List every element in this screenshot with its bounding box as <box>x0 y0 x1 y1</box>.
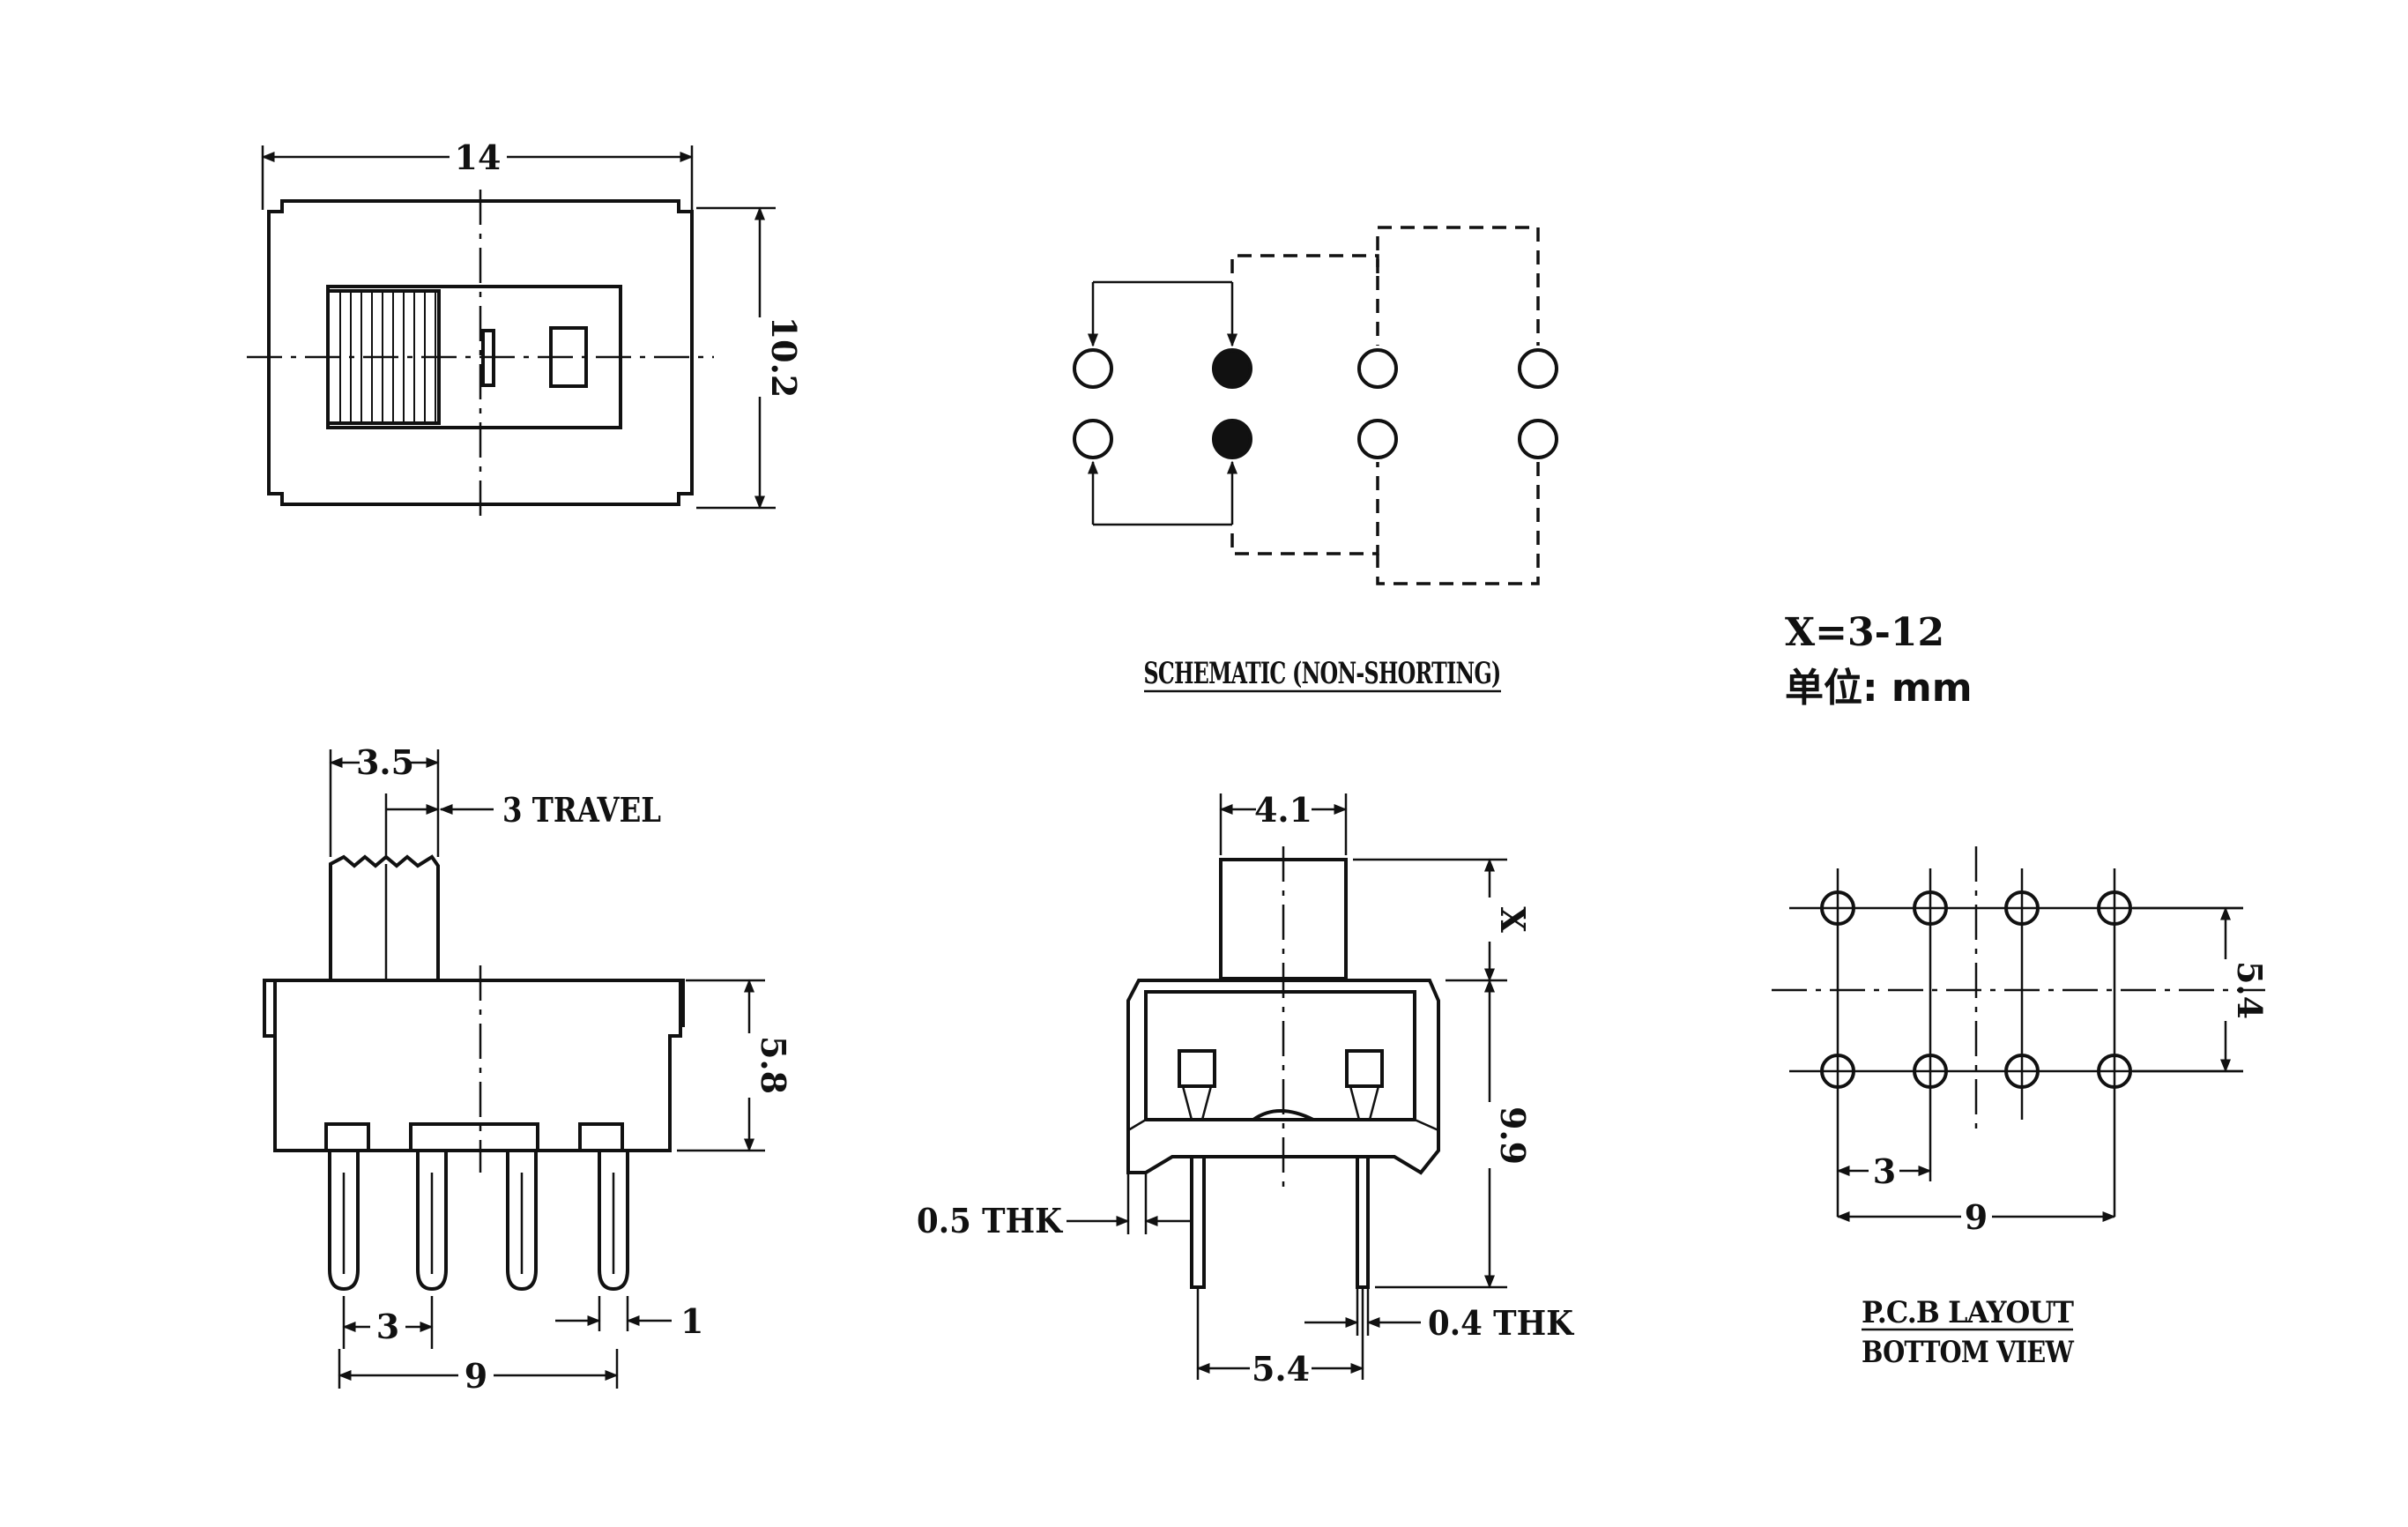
x-range-note: X=3-12 <box>1785 610 1944 655</box>
dim-actuator-width: 3.5 <box>356 742 414 782</box>
frame-thickness-label: 0.5 THK <box>917 1201 1064 1240</box>
pcb-caption-1: P.C.B LAYOUT <box>1862 1295 2074 1330</box>
contact-common-bottom <box>1212 419 1252 459</box>
dim-pcb-pitch: 3 <box>1873 1151 1896 1191</box>
dim-end-actuator-width: 4.1 <box>1254 790 1312 830</box>
pin-thickness-label: 0.4 THK <box>1428 1303 1575 1343</box>
top-view: 14 10.2 <box>247 138 804 516</box>
pcb-caption-2: BOTTOM VIEW <box>1862 1335 2075 1370</box>
dim-end-pin-span: 5.4 <box>1252 1349 1310 1389</box>
unit-note: 单位: mm <box>1785 666 1973 711</box>
dim-end-actuator-height: X <box>1493 906 1533 933</box>
dim-top-width: 14 <box>455 138 502 177</box>
dim-end-total-height: 9.9 <box>1493 1106 1533 1165</box>
dim-pcb-span: 9 <box>1965 1197 1988 1237</box>
contact-common-top <box>1212 348 1252 389</box>
dim-pin-width: 1 <box>680 1301 703 1341</box>
pcb-layout: 5.4 3 9 P.C.B LAYOUT BOTTOM VIEW <box>1772 846 2270 1370</box>
notes: X=3-12 单位: mm <box>1785 610 1973 711</box>
travel-label: 3 TRAVEL <box>502 790 661 830</box>
side-view: 3.5 3 TRAVEL 5.8 3 1 9 <box>263 742 793 1396</box>
dim-body-height: 5.8 <box>754 1036 793 1094</box>
schematic-caption: SCHEMATIC (NON-SHORTING) <box>1144 656 1501 691</box>
dim-pin-pitch: 3 <box>376 1307 399 1346</box>
schematic: SCHEMATIC (NON-SHORTING) <box>1073 226 1558 693</box>
dim-pin-span: 9 <box>465 1356 487 1396</box>
dim-pcb-row-spacing: 5.4 <box>2230 961 2270 1019</box>
end-view: 4.1 X 9.9 0.5 THK 0.4 THK 5.4 <box>917 790 1575 1389</box>
dim-top-height: 10.2 <box>764 317 804 399</box>
